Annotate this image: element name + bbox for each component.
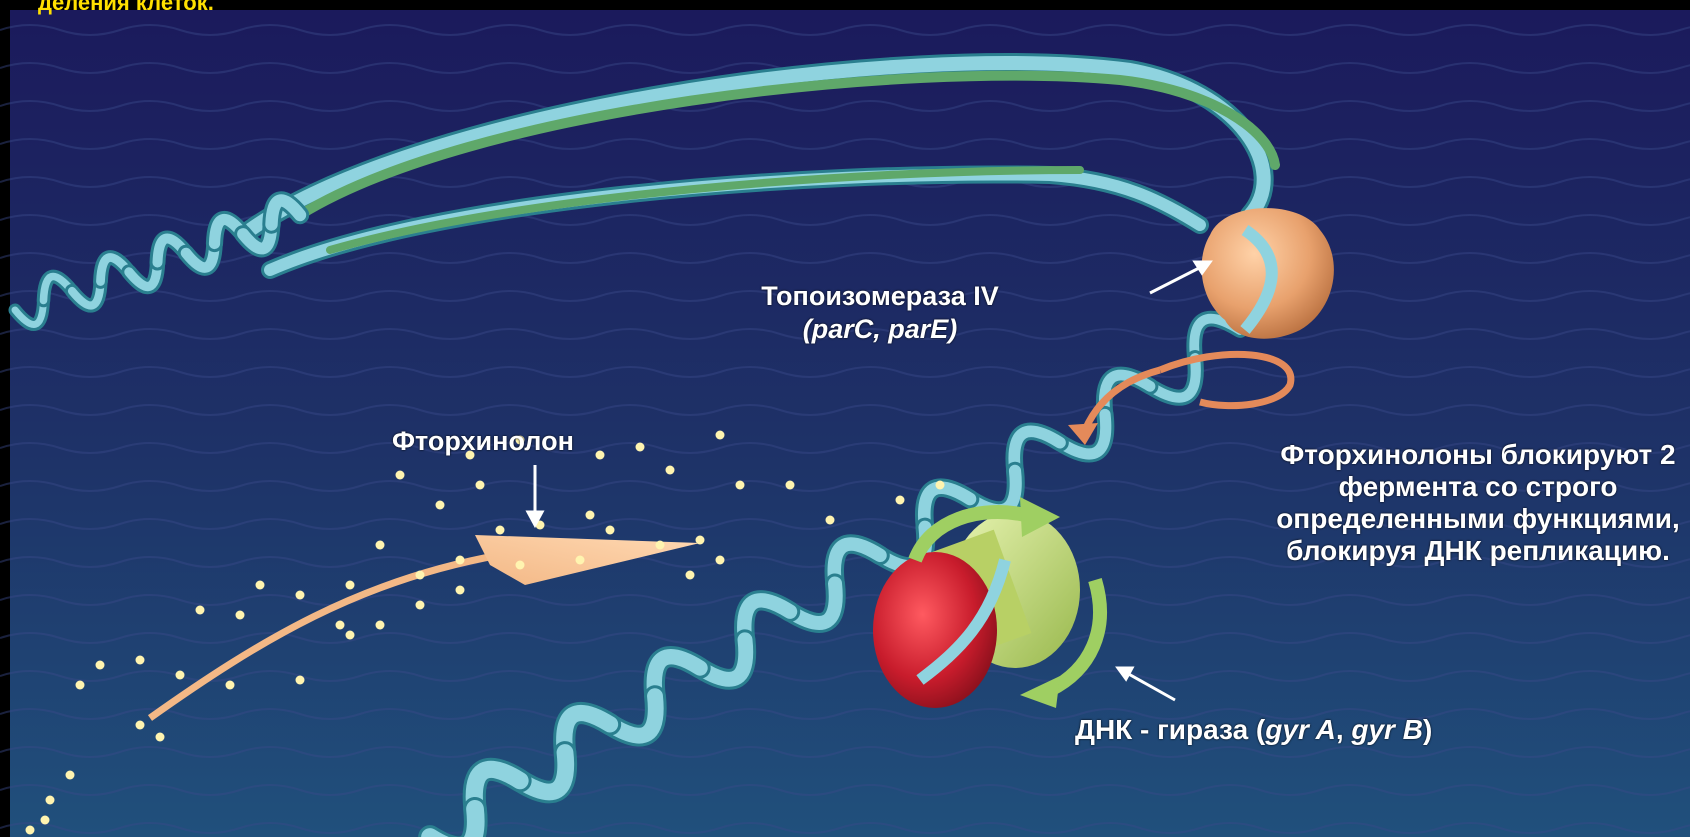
gyrase-label: ДНК - гираза (gyr A, gyr B) (1075, 714, 1432, 746)
molecule-dot (156, 733, 165, 742)
molecule-dot (66, 771, 75, 780)
molecule-dot (26, 826, 35, 835)
gyrase-gene-b: gyr B (1351, 714, 1423, 745)
molecule-dot (716, 556, 725, 565)
molecule-dot (346, 581, 355, 590)
molecule-dot (176, 671, 185, 680)
molecule-dot (436, 501, 445, 510)
molecule-dot (456, 586, 465, 595)
gyrase-separator: , (1336, 714, 1352, 745)
molecule-dot (896, 496, 905, 505)
molecule-dot (416, 571, 425, 580)
molecule-dot (336, 621, 345, 630)
topoisomerase-title: Топоизомераза IV (710, 280, 1050, 313)
molecule-dot (136, 656, 145, 665)
molecule-dot (376, 541, 385, 550)
molecule-dot (296, 591, 305, 600)
gyrase-gene-a: gyr A (1265, 714, 1336, 745)
molecule-dot (786, 481, 795, 490)
molecule-dot (596, 451, 605, 460)
molecule-dot (136, 721, 145, 730)
molecule-dot (226, 681, 235, 690)
molecule-dot (476, 481, 485, 490)
molecule-dot (76, 681, 85, 690)
molecule-dot (716, 431, 725, 440)
top-caption: деления клеток. (38, 0, 214, 14)
molecule-dot (826, 516, 835, 525)
molecule-dot (666, 466, 675, 475)
topoisomerase-genes: (parC, parE) (710, 313, 1050, 346)
molecule-dot (696, 536, 705, 545)
fluoroquinolone-label: Фторхинолон (392, 426, 574, 457)
molecule-dot (576, 556, 585, 565)
molecule-dot (46, 796, 55, 805)
molecule-dot (236, 611, 245, 620)
molecule-dot (736, 481, 745, 490)
description-text: Фторхинолоны блокируют 2 фермента со стр… (1268, 439, 1688, 567)
molecule-dot (296, 676, 305, 685)
molecule-dot (656, 541, 665, 550)
molecule-dot (586, 511, 595, 520)
molecule-dot (496, 526, 505, 535)
molecule-dot (396, 471, 405, 480)
molecule-dot (346, 631, 355, 640)
molecule-dot (416, 601, 425, 610)
molecule-dot (686, 571, 695, 580)
molecule-dot (636, 443, 645, 452)
gyrase-prefix: ДНК - гираза ( (1075, 714, 1265, 745)
molecule-dot (376, 621, 385, 630)
molecule-dot (41, 816, 50, 825)
molecule-dot (196, 606, 205, 615)
molecule-dot (516, 561, 525, 570)
molecule-dot (606, 526, 615, 535)
molecule-dot (456, 556, 465, 565)
molecule-dot (96, 661, 105, 670)
gyrase-suffix: ) (1423, 714, 1432, 745)
topoisomerase-label: Топоизомераза IV (parC, parE) (710, 280, 1050, 346)
molecule-dot (256, 581, 265, 590)
molecule-dot (936, 481, 945, 490)
